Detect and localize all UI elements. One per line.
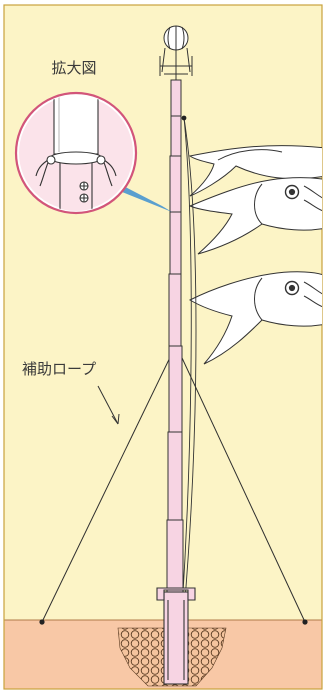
carp-streamer-3 bbox=[188, 271, 322, 365]
support-rope-arrow bbox=[97, 385, 119, 425]
koinobori-icon bbox=[188, 145, 322, 365]
telescopic-pole bbox=[166, 79, 184, 599]
halyard-rope-outer bbox=[183, 117, 197, 613]
pole-section-4 bbox=[169, 211, 182, 275]
ground-stake-icon bbox=[156, 587, 196, 685]
support-rope-right bbox=[175, 344, 306, 623]
pole-section-7 bbox=[167, 431, 183, 521]
kusudama-ball-icon bbox=[159, 25, 193, 80]
pole-section-5 bbox=[168, 273, 182, 347]
pole-section-8 bbox=[166, 519, 184, 599]
support-ropes bbox=[41, 344, 306, 623]
magnified-pole-upper bbox=[53, 95, 99, 155]
magnified-view-label: 拡大図 bbox=[51, 59, 96, 77]
pole-section-3 bbox=[169, 155, 182, 213]
pulley bbox=[181, 115, 187, 121]
frame-border bbox=[3, 4, 323, 690]
pole-section-6 bbox=[168, 345, 183, 433]
carp-streamer-2 bbox=[188, 177, 322, 255]
carp-streamer-1 bbox=[188, 145, 322, 197]
magnified-ring bbox=[49, 151, 103, 165]
rope-anchor-left bbox=[39, 619, 45, 625]
magnified-view-callout bbox=[14, 91, 172, 215]
pole-section-2 bbox=[170, 115, 182, 157]
support-rope-label: 補助ロープ bbox=[22, 360, 96, 378]
halyard-rope-inner bbox=[181, 117, 192, 611]
rope-anchor-right bbox=[302, 619, 308, 625]
bolt-icon bbox=[79, 181, 89, 203]
pole-section-1 bbox=[170, 79, 182, 117]
support-rope-left bbox=[41, 344, 177, 623]
